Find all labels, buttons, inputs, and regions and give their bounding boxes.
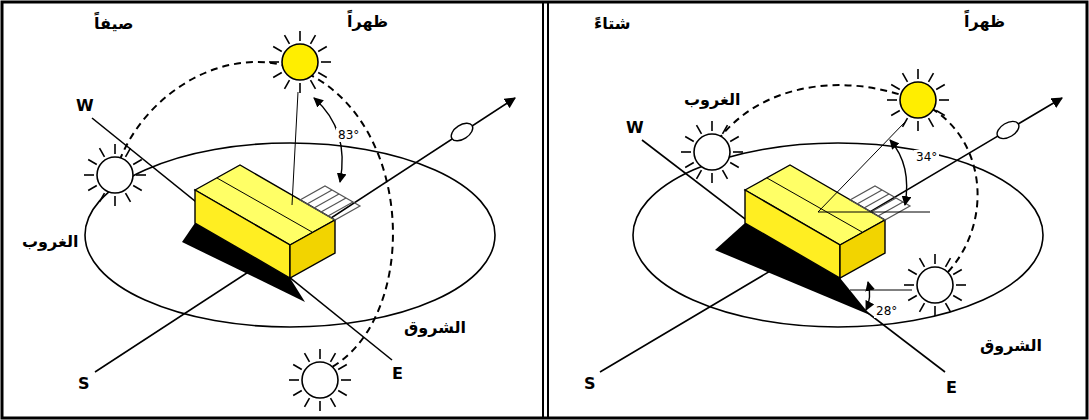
sunrise-label: الشروق: [978, 336, 1044, 355]
noon-label: ظهراً: [962, 12, 1007, 31]
compass-letter: E: [390, 364, 405, 383]
compass-letter: E: [944, 378, 959, 397]
compass-letter: W: [624, 118, 646, 137]
compass-letter: S: [582, 374, 598, 393]
angle-label: 28°: [874, 304, 899, 318]
season-title: شتاءً: [592, 14, 632, 33]
compass-letter: W: [74, 96, 96, 115]
noon-label: ظهراً: [345, 12, 390, 31]
angle-label: 83°: [336, 128, 361, 142]
angle-label: 34°: [914, 150, 939, 164]
sunset-label: الغروب: [682, 90, 743, 109]
sunset-label: الغروب: [20, 232, 81, 251]
compass-letter: S: [76, 374, 92, 393]
season-title: صيفاً: [92, 14, 136, 33]
sunrise-label: الشروق: [402, 318, 468, 337]
